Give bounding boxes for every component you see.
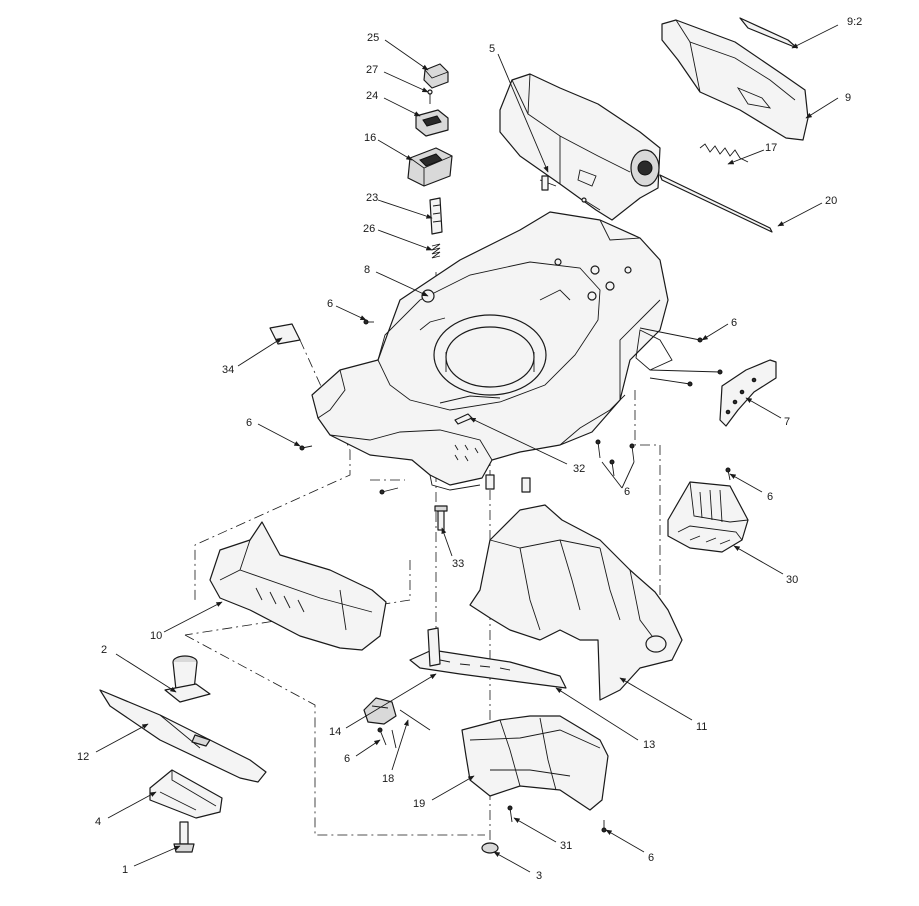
leader-lines [95,24,839,873]
callout-31: 31 [560,840,572,852]
part-25-knob [423,63,449,89]
part-24-grip [415,109,449,137]
part-27-pin [427,89,433,104]
callout-5: 5 [489,43,495,55]
callout-24: 24 [366,90,378,102]
part-30-rear-guard [667,481,749,553]
part-13-deflector [409,627,567,689]
part-7-side-trim [719,359,777,427]
callout-23: 23 [366,192,378,204]
callout-6-lever: 6 [344,753,350,765]
callout-12: 12 [77,751,89,763]
callout-6-bottom: 6 [648,852,654,864]
part-11-wheel-housing [469,504,683,701]
part-23-lever-rod [429,197,443,235]
callout-6-deck-right: 6 [731,317,737,329]
callout-32: 32 [573,463,585,475]
part-17-spring [699,143,749,163]
callout-9-2: 9:2 [847,16,862,28]
part-26-spring [431,243,441,259]
callout-27: 27 [366,64,378,76]
callout-18: 18 [382,773,394,785]
part-3-nut [481,842,499,854]
part-12-blade [99,689,267,783]
part-34-decal [269,323,301,345]
callout-6-front: 6 [246,417,252,429]
part-5-rear-housing [499,73,661,221]
part-2-blade-adapter [164,655,211,703]
part-9-rear-flap [661,19,809,141]
part-16-lever-housing [407,147,453,187]
callout-17: 17 [765,142,777,154]
callout-7: 7 [784,416,790,428]
part-20-rod [659,174,773,233]
callout-33: 33 [452,558,464,570]
part-18-rod [399,709,431,731]
callout-13: 13 [643,739,655,751]
part-19-bottom-cover [461,715,609,811]
callout-34: 34 [222,364,234,376]
callout-20: 20 [825,195,837,207]
callout-2: 2 [101,644,107,656]
callout-14: 14 [329,726,341,738]
part-14-lever [363,697,397,725]
part-10-front-guard [209,521,387,651]
callout-19: 19 [413,798,425,810]
callout-6-deck-left: 6 [327,298,333,310]
callout-10: 10 [150,630,162,642]
callout-30: 30 [786,574,798,586]
callout-9: 9 [845,92,851,104]
deck-bolts [485,175,549,493]
part-9-2-decal [739,17,798,49]
callout-6-rear-guard: 6 [767,491,773,503]
callout-1: 1 [122,864,128,876]
part-31-screw [507,805,513,823]
part-33-bolt [434,505,448,531]
callout-6-center: 6 [624,486,630,498]
callout-16: 16 [364,132,376,144]
part-8-mower-deck [311,211,673,491]
callout-25: 25 [367,32,379,44]
callout-11: 11 [696,721,707,733]
part-4-blade-support [149,769,223,819]
callout-8: 8 [364,264,370,276]
callout-26: 26 [363,223,375,235]
callout-3: 3 [536,870,542,882]
callout-4: 4 [95,816,101,828]
callout-labels: 9:2 9 5 25 27 24 16 17 20 23 26 8 6 34 6… [77,16,862,882]
